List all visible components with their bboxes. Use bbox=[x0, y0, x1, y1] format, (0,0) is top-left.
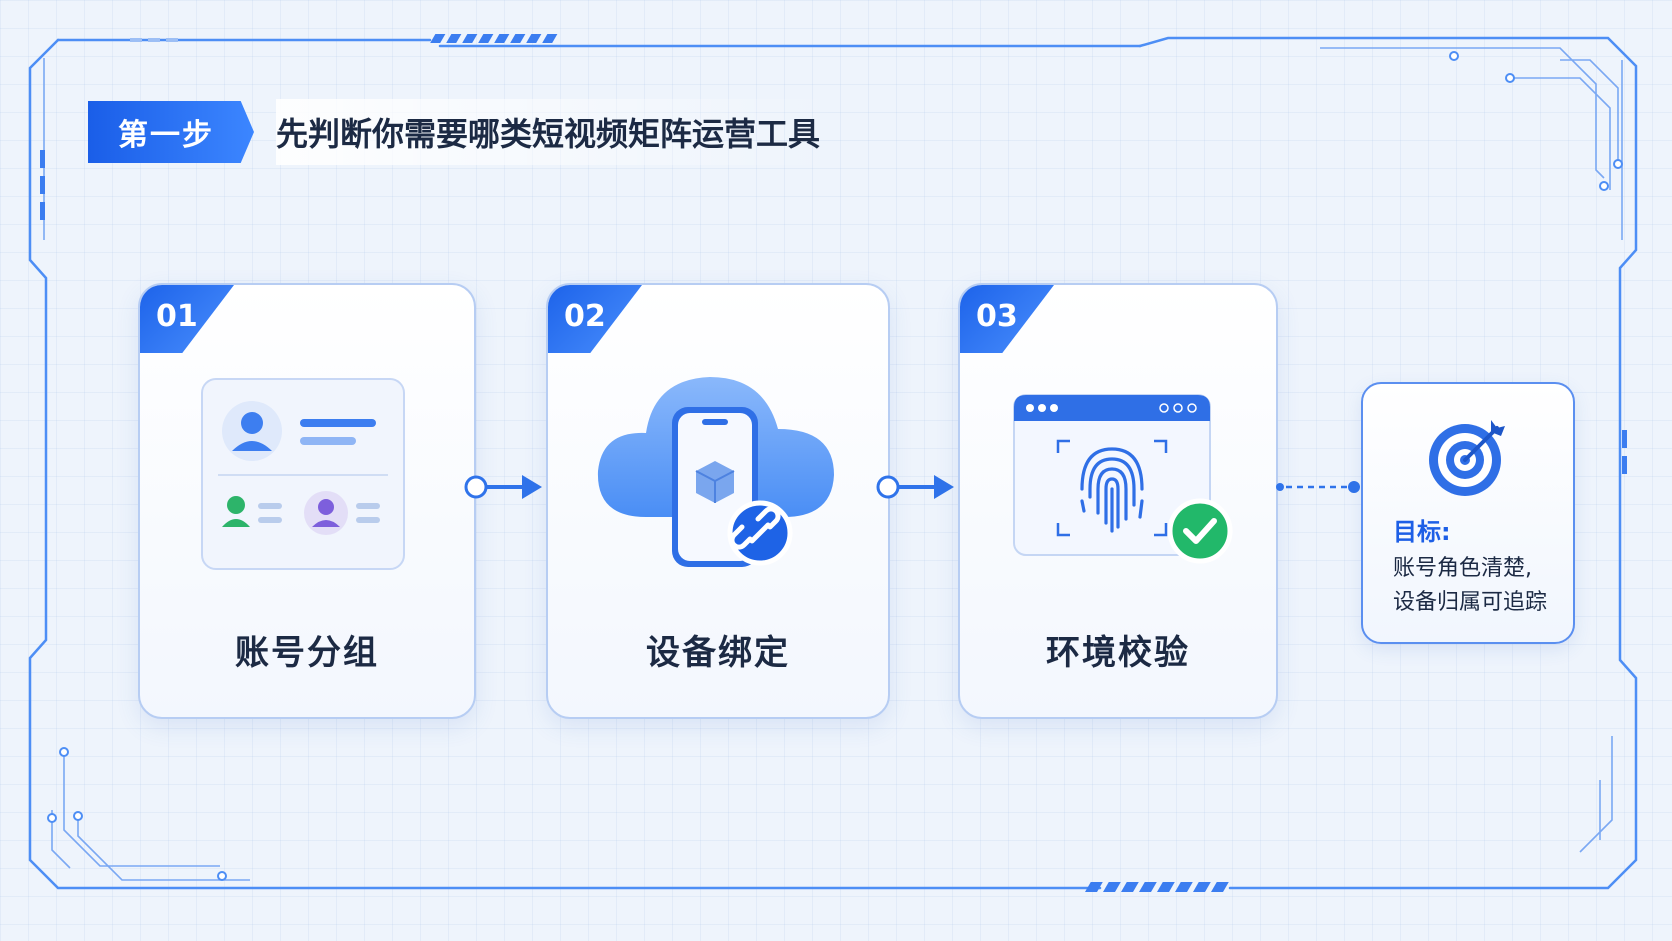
step-card-environment-check: 03 环境校验 bbox=[958, 283, 1278, 719]
fingerprint-verify-icon bbox=[1013, 394, 1233, 564]
step-label: 环境校验 bbox=[1046, 633, 1190, 673]
step-number: 03 bbox=[976, 299, 1018, 334]
step-badge: 第一步 bbox=[88, 101, 254, 163]
goal-title: 目标: bbox=[1393, 518, 1451, 546]
step-card-account-group: 01 账号分组 bbox=[138, 283, 476, 719]
cloud-phone-link-icon bbox=[597, 377, 834, 567]
arrow-connector-2 bbox=[876, 475, 954, 499]
step-label: 账号分组 bbox=[235, 633, 379, 673]
target-icon bbox=[1429, 420, 1505, 496]
header: 第一步 先判断你需要哪类短视频矩阵运营工具 bbox=[88, 99, 841, 165]
step-label: 设备绑定 bbox=[646, 633, 790, 673]
step-number: 02 bbox=[564, 299, 606, 334]
arrow-connector-1 bbox=[464, 475, 542, 499]
dotted-connector bbox=[1276, 481, 1360, 493]
step-number: 01 bbox=[156, 299, 198, 334]
goal-text-line-2: 设备归属可追踪 bbox=[1393, 590, 1548, 615]
goal-box: 目标: 账号角色清楚, 设备归属可追踪 bbox=[1361, 382, 1575, 644]
page-title: 先判断你需要哪类短视频矩阵运营工具 bbox=[276, 99, 841, 165]
step-card-device-binding: 02 设备绑定 bbox=[546, 283, 890, 719]
account-group-icon bbox=[201, 378, 405, 570]
goal-text-line-1: 账号角色清楚, bbox=[1393, 556, 1532, 581]
